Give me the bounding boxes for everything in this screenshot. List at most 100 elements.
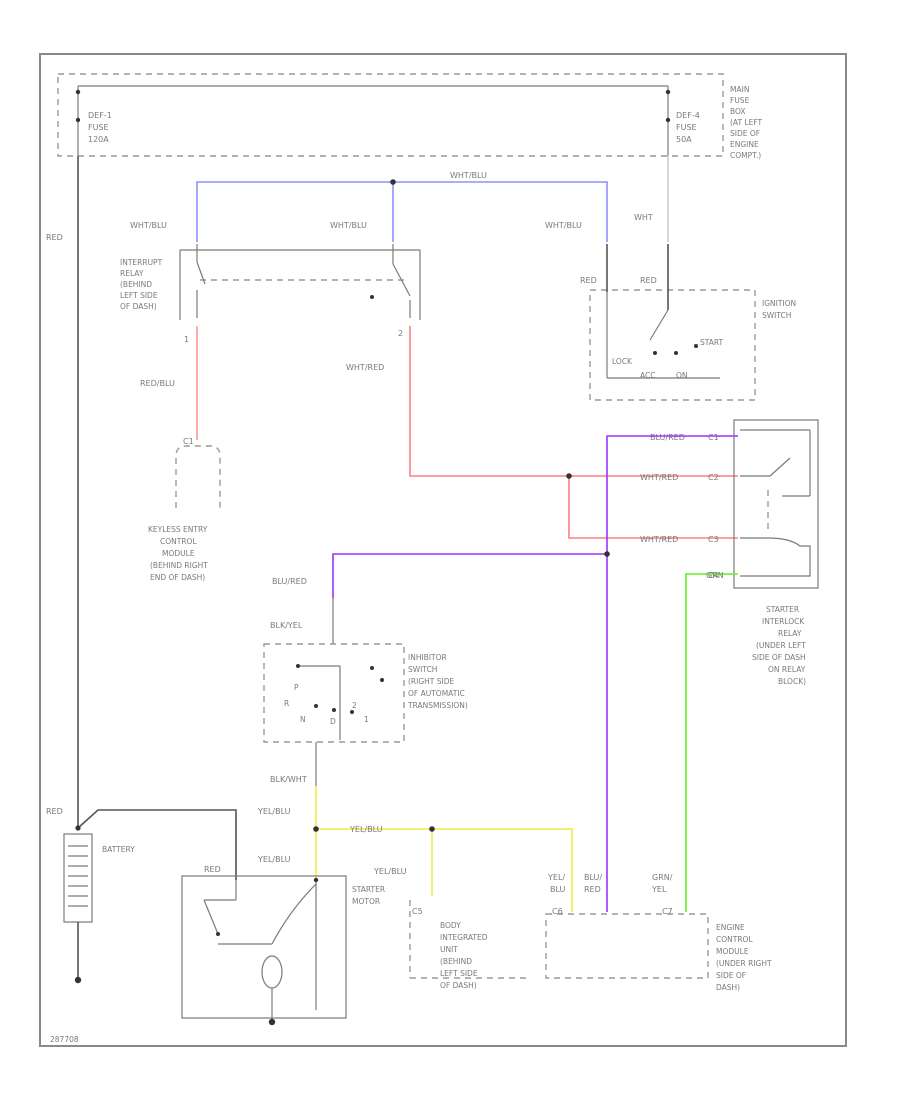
wire-label-wht-blu-top: WHT/BLU <box>450 171 487 180</box>
battery: RED BATTERY <box>46 807 237 984</box>
wire-wht-blu: WHT/BLU WHT/BLU WHT/BLU WHT/BLU <box>130 171 608 242</box>
inhibitor-pin-p: P <box>294 683 299 692</box>
wire-label-red-ign1: RED <box>580 276 597 285</box>
ign-position-on: ON <box>676 371 688 380</box>
wire-label-blk-yel: BLK/YEL <box>270 621 303 630</box>
fuse-right-label-3: 50A <box>676 135 692 144</box>
inhibitor-pin-r: R <box>284 699 289 708</box>
wire-label-grn: GRN <box>706 571 724 580</box>
ign-position-lock: LOCK <box>612 357 633 366</box>
wire-blu-red: BLU/RED <box>272 435 738 912</box>
ecm-label-2: CONTROL <box>716 935 753 944</box>
body-unit-label-1: BODY <box>440 921 461 930</box>
interrupt-relay-label-5: OF DASH) <box>120 302 157 311</box>
ign-position-acc: ACC <box>640 371 655 380</box>
fuse-left-label-2: FUSE <box>88 123 109 132</box>
inhibitor-label-4: OF AUTOMATIC <box>408 689 465 698</box>
inhibitor-label-5: TRANSMISSION) <box>407 701 468 710</box>
wire-grn: GRN <box>685 571 738 912</box>
keyless-connector: C1 <box>183 437 194 446</box>
interrupt-relay-label-3: (BEHIND <box>120 280 152 289</box>
main-fuse-box-label-2: FUSE <box>730 96 750 105</box>
wire-label-wht-blu-ign: WHT/BLU <box>545 221 582 230</box>
main-fuse-box-label-4: (AT LEFT <box>730 118 763 127</box>
wire-label-wht-red-a: WHT/RED <box>640 473 678 482</box>
inhibitor-switch: BLK/YEL P R N D 2 1 INHIBITOR SWITCH (RI… <box>263 598 468 743</box>
starter-motor-label-1: STARTER <box>352 885 385 894</box>
wire-label-yel-blu-2: YEL/BLU <box>349 825 383 834</box>
wire-label-red-blu: RED/BLU <box>140 379 175 388</box>
main-fuse-box-label-1: MAIN <box>730 85 749 94</box>
interrupt-relay-pin-1: 1 <box>184 335 189 344</box>
main-fuse-box: MAIN FUSE BOX (AT LEFT SIDE OF ENGINE CO… <box>57 73 763 160</box>
ignition-switch-label-2: SWITCH <box>762 311 791 320</box>
inhibitor-pin-2: 2 <box>352 701 357 710</box>
wire-label-wht: WHT <box>634 213 653 222</box>
wire-label-wht-blu-mid: WHT/BLU <box>330 221 367 230</box>
main-fuse-box-label-3: BOX <box>730 107 746 116</box>
ecm-label-5: SIDE OF <box>716 971 746 980</box>
starter-relay-label-7: BLOCK) <box>778 677 806 686</box>
body-unit-label-5: LEFT SIDE <box>440 969 478 978</box>
wire-label-blu-red-ecm-1: BLU/ <box>584 873 602 882</box>
keyless-label-4: (BEHIND RIGHT <box>150 561 208 570</box>
ignition-switch-label-1: IGNITION <box>762 299 796 308</box>
starter-relay-label-5: SIDE OF DASH <box>752 653 806 662</box>
diagram-frame <box>39 53 847 1047</box>
starter-relay-label-1: STARTER <box>766 605 799 614</box>
wire-red-battery: RED <box>46 156 79 828</box>
body-unit-label-6: OF DASH) <box>440 981 477 990</box>
ign-position-start: START <box>700 338 724 347</box>
starter-relay-label-6: ON RELAY <box>768 665 806 674</box>
body-unit-label-3: UNIT <box>440 945 458 954</box>
ecm-connector-pin: C7 <box>662 907 673 916</box>
fuse-left-label-1: DEF-1 <box>88 111 112 120</box>
wire-label-wht-blu-relay: WHT/BLU <box>130 221 167 230</box>
wire-label-grn-yel-ecm-1: GRN/ <box>652 873 673 882</box>
wire-label-yel-blu-ecm-1: YEL/ <box>547 873 565 882</box>
starter-relay-label-2: INTERLOCK <box>762 617 805 626</box>
wire-wht-red: WHT/RED WHT/RED WHT/RED <box>346 326 738 544</box>
wire-label-blu-red-ecm-2: RED <box>584 885 601 894</box>
keyless-entry-module: C1 KEYLESS ENTRY CONTROL MODULE (BEHIND … <box>148 437 221 582</box>
wire-label-yel-blu-4: YEL/BLU <box>373 867 407 876</box>
main-fuse-box-label-7: COMPT.) <box>730 151 761 160</box>
fuse-right-label-2: FUSE <box>676 123 697 132</box>
interrupt-relay-label-1: INTERRUPT <box>120 258 163 267</box>
wire-label-blk-wht: BLK/WHT <box>270 775 307 784</box>
ecm-label-4: (UNDER RIGHT <box>716 959 772 968</box>
body-unit-label-2: INTEGRATED <box>440 933 488 942</box>
wire-label-blu-red-relay: BLU/RED <box>650 433 685 442</box>
inhibitor-pin-1: 1 <box>364 715 369 724</box>
wire-yel-blu: BLK/WHT YEL/BLU YEL/BLU YEL/BLU YEL/BLU … <box>257 742 673 912</box>
inhibitor-label-1: INHIBITOR <box>408 653 447 662</box>
relay-connector-1: C1 <box>708 433 719 442</box>
fuse-left-label-3: 120A <box>88 135 109 144</box>
ecm-label-1: ENGINE <box>716 923 745 932</box>
diagram-id: 287708 <box>50 1035 79 1044</box>
wire-wht: WHT <box>634 156 669 242</box>
interrupt-relay-pin-2: 2 <box>398 329 403 338</box>
inhibitor-label-3: (RIGHT SIDE <box>408 677 455 686</box>
starter-relay-label-3: RELAY <box>778 629 802 638</box>
interrupt-relay-label-4: LEFT SIDE <box>120 291 158 300</box>
interrupt-relay: INTERRUPT RELAY (BEHIND LEFT SIDE OF DAS… <box>120 244 421 344</box>
ignition-switch: RED RED LOCK ACC ON START IGNITION SWITC… <box>580 244 796 401</box>
ecm-connector: C6 <box>552 907 563 916</box>
body-unit-label-4: (BEHIND <box>440 957 472 966</box>
wire-label-wht-red: WHT/RED <box>346 363 384 372</box>
fuse-right-label-1: DEF-4 <box>676 111 700 120</box>
ecm-label-3: MODULE <box>716 947 749 956</box>
wire-label-yel-blu-ecm-2: BLU <box>550 885 566 894</box>
wire-label-red-bottom: RED <box>46 807 63 816</box>
relay-connector-3: C3 <box>708 535 719 544</box>
keyless-label-1: KEYLESS ENTRY <box>148 525 208 534</box>
inhibitor-pin-d: D <box>330 717 336 726</box>
inhibitor-pin-n: N <box>300 715 306 724</box>
main-fuse-box-label-6: ENGINE <box>730 140 759 149</box>
engine-control-module: C6 C7 ENGINE CONTROL MODULE (UNDER RIGHT… <box>545 907 772 992</box>
keyless-label-3: MODULE <box>162 549 195 558</box>
relay-connector-4: C4 <box>708 571 719 580</box>
interrupt-relay-label-2: RELAY <box>120 269 144 278</box>
